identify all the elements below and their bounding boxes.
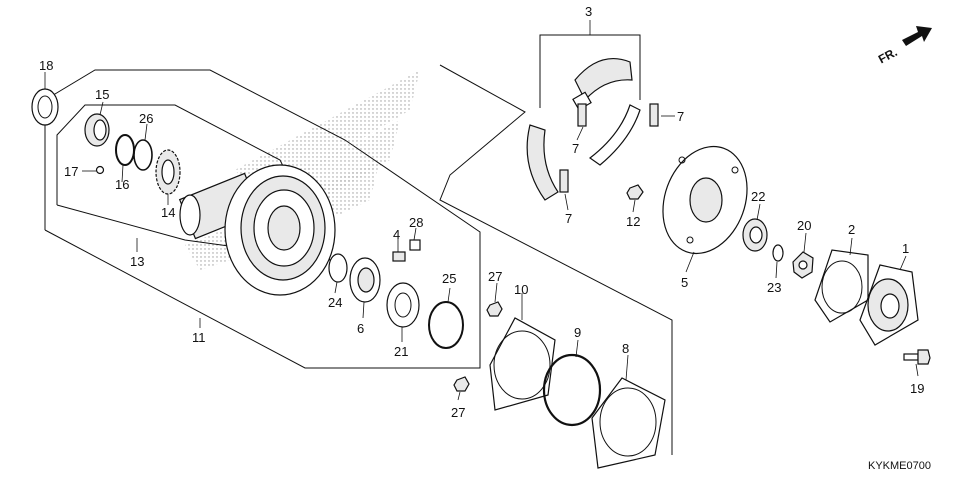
callout-24: 24 [328, 295, 343, 310]
part-24-washer [328, 253, 348, 283]
group-outline-11 [44, 69, 481, 369]
callout-21: 21 [394, 344, 409, 359]
part-12-nut [626, 184, 644, 200]
callout-7-c: 7 [565, 211, 573, 226]
callout-27-lower: 27 [451, 405, 466, 420]
part-2-gasket [814, 249, 869, 323]
group-outline-13 [56, 104, 331, 261]
callout-25: 25 [442, 271, 457, 286]
part-22-collar [742, 218, 768, 252]
callout-9: 9 [574, 325, 582, 340]
callout-27-upper: 27 [488, 269, 503, 284]
part-14-gear [155, 149, 181, 195]
callout-7-a: 7 [677, 109, 685, 124]
callout-15: 15 [95, 87, 110, 102]
part-4-spring [392, 251, 406, 262]
callout-28: 28 [409, 215, 424, 230]
part-6-one-way-clutch [349, 257, 381, 303]
part-28-pin [409, 239, 421, 251]
group-outline-5 [439, 64, 673, 455]
callout-7-b: 7 [572, 141, 580, 156]
part-1-cover [859, 264, 919, 346]
part-15-bearing [84, 113, 110, 147]
callout-11: 11 [192, 330, 206, 345]
diagram-code: KYKME0700 [868, 460, 931, 472]
part-11-clutch-outer [178, 164, 336, 296]
callout-16: 16 [115, 177, 130, 192]
part-25-circlip [428, 301, 464, 349]
callout-14: 14 [161, 205, 176, 220]
callout-17: 17 [64, 164, 79, 179]
callout-6: 6 [357, 321, 365, 336]
callout-3: 3 [585, 4, 593, 19]
front-direction-arrow-icon [902, 26, 932, 46]
part-7-spring-a [649, 103, 659, 127]
callout-1: 1 [902, 241, 910, 256]
callout-18: 18 [39, 58, 54, 73]
part-7-spring-c [559, 169, 569, 193]
part-21-plate [386, 282, 420, 328]
part-27-nut-lower [453, 376, 470, 392]
part-23-washer [772, 244, 784, 262]
part-19-bolt [903, 349, 931, 365]
callout-23: 23 [767, 280, 782, 295]
callout-8: 8 [622, 341, 630, 356]
part-8-gasket [591, 377, 666, 469]
callout-19: 19 [910, 381, 925, 396]
part-26-ring [133, 139, 153, 171]
part-16-circlip [115, 134, 135, 166]
callout-2: 2 [848, 222, 856, 237]
callout-26: 26 [139, 111, 154, 126]
callout-22: 22 [751, 189, 766, 204]
part-7-spring-b [577, 103, 587, 127]
leader-lines [44, 20, 919, 401]
callout-5: 5 [681, 275, 689, 290]
part-17-ball [95, 165, 105, 175]
callout-20: 20 [797, 218, 812, 233]
part-9-o-ring [542, 353, 602, 427]
callout-13: 13 [130, 254, 145, 269]
part-18-oil-seal [31, 88, 59, 126]
callout-12: 12 [626, 214, 641, 229]
part-20-nut [792, 251, 814, 279]
callout-10: 10 [514, 282, 529, 297]
callout-4: 4 [393, 227, 401, 242]
part-5-drive-plate [662, 145, 748, 255]
part-27-nut-upper [486, 301, 503, 317]
part-3-clutch-shoes [526, 58, 641, 201]
